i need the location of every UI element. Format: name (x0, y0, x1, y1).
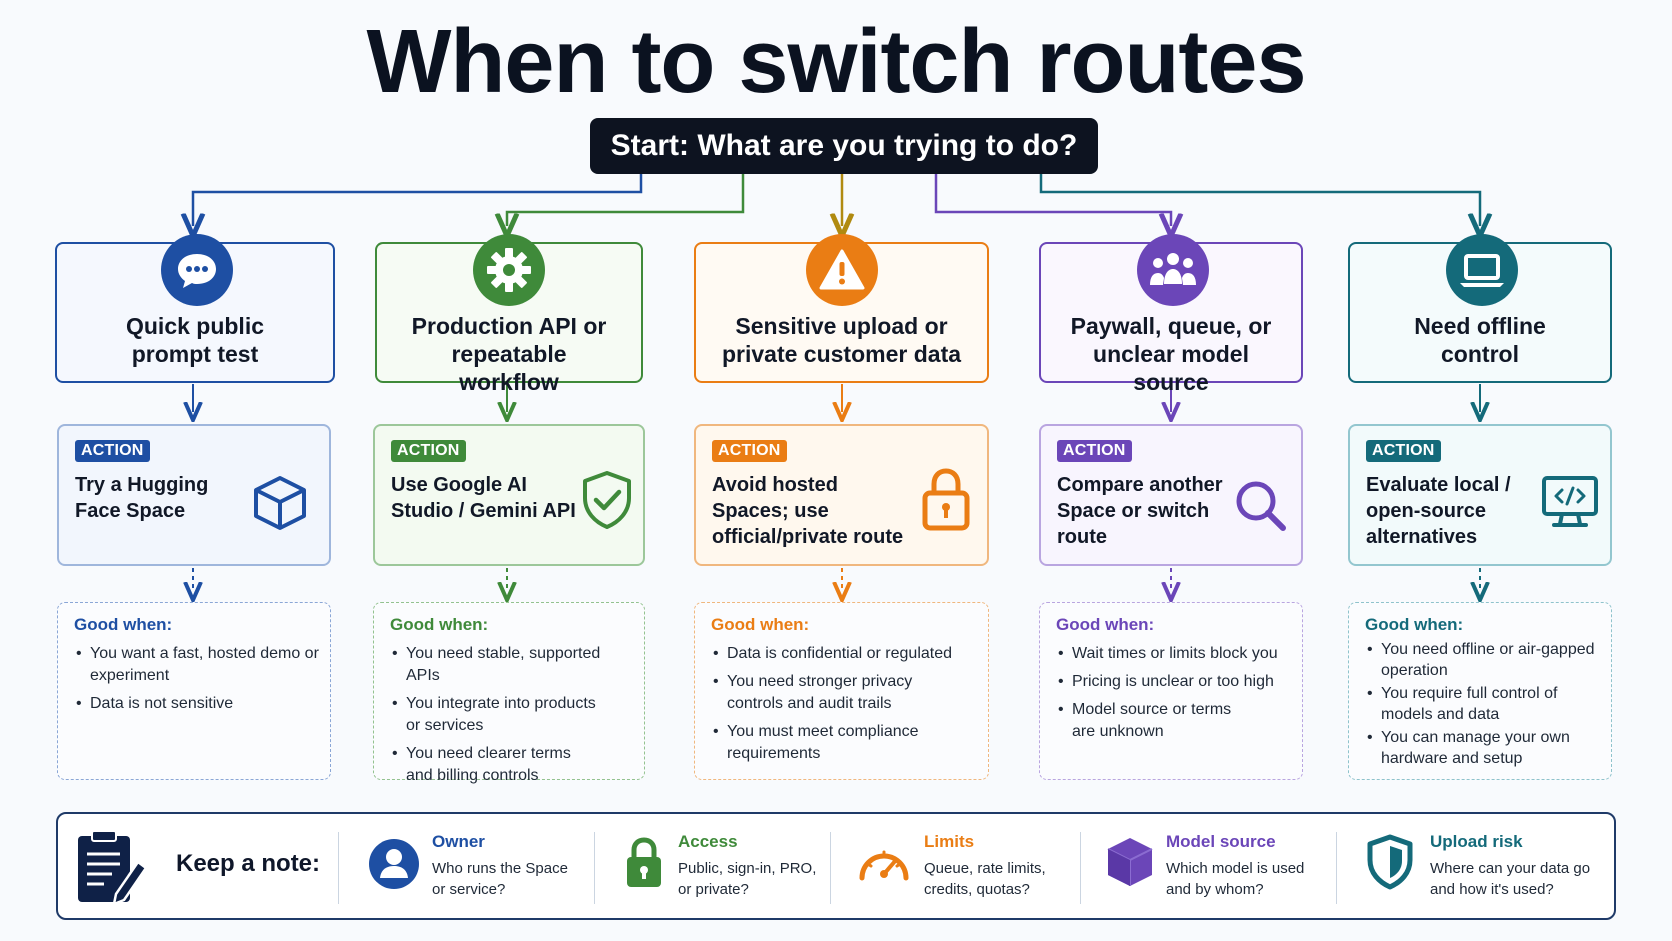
good-when-title: Good when: (711, 615, 810, 634)
note-item-upload-risk: Upload risk Where can your data go and h… (1366, 826, 1606, 910)
route-card-production-api: Production API or repeatable workflow (375, 234, 643, 395)
good-when-title: Good when: (74, 615, 173, 634)
action-text: Avoid hosted Spaces; use official/privat… (712, 474, 904, 548)
note-item-desc: Queue, rate limits, credits, quotas? (924, 860, 1046, 898)
notepad-pencil-icon (74, 828, 150, 913)
action-card-avoid-hosted: ACTION Avoid hosted Spaces; use official… (694, 424, 989, 566)
good-when-card: Good when: You need offline or air-gappe… (1348, 602, 1612, 780)
gear-icon (473, 234, 545, 306)
padlock-icon (921, 466, 971, 537)
good-when-item: Model source or terms are unknown (1056, 699, 1294, 743)
chat-bubble-icon (161, 234, 233, 306)
good-when-card: Good when: Wait times or limits block yo… (1039, 602, 1303, 780)
note-item-title: Access (678, 832, 738, 851)
note-item-model-source: Model source Which model is used and by … (1104, 826, 1324, 910)
note-item-title: Limits (924, 832, 975, 851)
code-monitor-icon (1540, 474, 1600, 535)
action-badge: ACTION (75, 440, 150, 462)
action-card-local-alternatives: ACTION Evaluate local / open-source alte… (1348, 424, 1612, 566)
page-title: When to switch routes (366, 12, 1306, 112)
good-when-card: Good when: You need stable, supported AP… (373, 602, 645, 784)
good-when-card: Good when: Data is confidential or regul… (694, 602, 989, 780)
laptop-icon (1446, 234, 1518, 306)
route-label: Quick public prompt test (125, 313, 265, 367)
action-card-hugging-face: ACTION Try a Hugging Face Space (57, 424, 331, 566)
lock-icon (624, 836, 664, 895)
route-card-sensitive-upload: Sensitive upload or private customer dat… (694, 234, 989, 383)
person-icon (368, 838, 420, 895)
good-when-item: Data is confidential or regulated (711, 643, 980, 665)
action-text: Evaluate local / open-source alternative… (1366, 474, 1511, 548)
note-item-title: Model source (1166, 832, 1276, 851)
route-card-paywall-queue: Paywall, queue, or unclear model source (1039, 234, 1303, 395)
action-badge: ACTION (391, 440, 466, 462)
speedometer-icon (856, 840, 912, 889)
route-card-public-prompt: Quick public prompt test (55, 234, 335, 383)
route-label: Need offline control (1414, 313, 1546, 367)
good-when-item: Data is not sensitive (74, 693, 322, 715)
action-text: Compare another Space or switch route (1057, 474, 1223, 548)
route-label: Sensitive upload or private customer dat… (721, 313, 962, 367)
shield-icon (1366, 834, 1414, 895)
note-item-title: Owner (432, 832, 485, 851)
action-card-compare-space: ACTION Compare another Space or switch r… (1039, 424, 1303, 566)
note-item-title: Upload risk (1430, 832, 1523, 851)
route-label: Paywall, queue, or unclear model source (1070, 313, 1272, 395)
good-when-card: Good when: You want a fast, hosted demo … (57, 602, 331, 780)
start-box: Start: What are you trying to do? (590, 118, 1098, 174)
shield-check-icon (581, 470, 633, 535)
action-badge: ACTION (1057, 440, 1132, 462)
good-when-title: Good when: (1056, 615, 1155, 634)
cube-icon (251, 474, 309, 537)
good-when-item: Wait times or limits block you (1056, 643, 1294, 665)
note-item-desc: Where can your data go and how it's used… (1430, 860, 1591, 898)
note-item-access: Access Public, sign-in, PRO, or private? (622, 826, 822, 910)
magnifier-icon (1233, 478, 1289, 539)
good-when-title: Good when: (390, 615, 489, 634)
action-text: Try a Hugging Face Space (75, 474, 209, 522)
keep-a-note-bar: Keep a note: Owner Who runs the Space or… (56, 812, 1616, 920)
action-badge: ACTION (1366, 440, 1441, 462)
divider (1336, 832, 1337, 904)
good-when-item: You need stable, supported APIs (390, 643, 636, 687)
good-when-item: You integrate into products or services (390, 693, 636, 737)
divider (594, 832, 595, 904)
warning-icon (806, 234, 878, 306)
good-when-item: You need stronger privacy controls and a… (711, 671, 980, 715)
note-item-desc: Who runs the Space or service? (432, 860, 568, 898)
divider (338, 832, 339, 904)
good-when-item: You need offline or air-gapped operation (1365, 639, 1603, 681)
good-when-title: Good when: (1365, 615, 1464, 634)
note-item-limits: Limits Queue, rate limits, credits, quot… (856, 826, 1076, 910)
box-icon (1104, 834, 1156, 895)
route-label: Production API or repeatable workflow (411, 313, 607, 395)
route-card-offline-control: Need offline control (1348, 234, 1612, 383)
good-when-item: You need clearer terms and billing contr… (390, 743, 636, 787)
divider (1080, 832, 1081, 904)
good-when-item: Pricing is unclear or too high (1056, 671, 1294, 693)
note-item-desc: Which model is used and by whom? (1166, 860, 1305, 898)
good-when-item: You can manage your own hardware and set… (1365, 727, 1603, 769)
note-item-desc: Public, sign-in, PRO, or private? (678, 860, 817, 898)
good-when-item: You must meet compliance requirements (711, 721, 980, 765)
action-badge: ACTION (712, 440, 787, 462)
good-when-item: You require full control of models and d… (1365, 683, 1603, 725)
divider (830, 832, 831, 904)
good-when-item: You want a fast, hosted demo or experime… (74, 643, 322, 687)
action-text: Use Google AI Studio / Gemini API (391, 474, 576, 522)
people-icon (1137, 234, 1209, 306)
note-item-owner: Owner Who runs the Space or service? (368, 826, 578, 910)
keep-a-note-label: Keep a note: (176, 850, 321, 877)
action-card-google-ai: ACTION Use Google AI Studio / Gemini API (373, 424, 645, 566)
